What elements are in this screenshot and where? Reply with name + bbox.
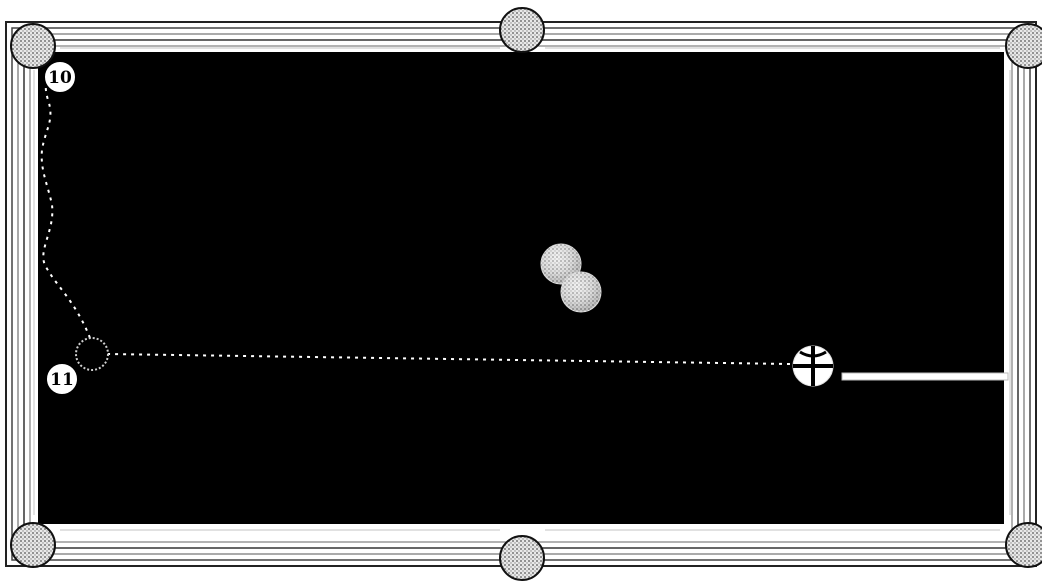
- pocket-top-left: [11, 24, 55, 68]
- pocket-bottom-left: [11, 523, 55, 567]
- marker-10: 10: [44, 61, 76, 93]
- pocket-bottom-middle: [500, 536, 544, 580]
- cue-ball: [793, 346, 833, 386]
- cue-stick: [842, 373, 1008, 380]
- marker-11: 11: [46, 363, 78, 395]
- marker-11-label: 11: [50, 370, 74, 390]
- table-felt: [38, 52, 1004, 524]
- object-ball-2: [561, 272, 601, 312]
- pocket-bottom-right: [1006, 523, 1042, 567]
- pocket-top-middle: [500, 8, 544, 52]
- marker-10-label: 10: [48, 68, 72, 88]
- pocket-top-right: [1006, 24, 1042, 68]
